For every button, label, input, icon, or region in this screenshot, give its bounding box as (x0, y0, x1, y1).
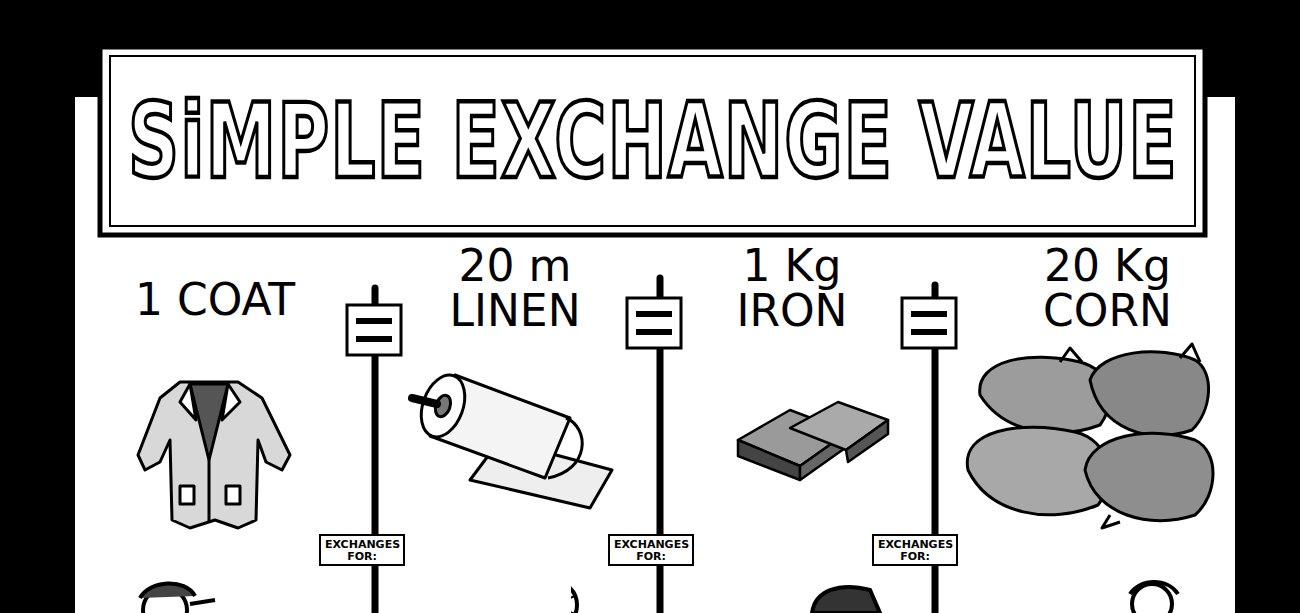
title-box-part (110, 56, 1195, 226)
equals-sign-part (911, 329, 947, 335)
item-label: 1 COAT (100, 278, 330, 323)
item-label: 1 Kg IRON (697, 244, 887, 334)
corn-sacks-part (1085, 433, 1213, 520)
title-box (100, 47, 1205, 235)
corn-sacks-part (1180, 344, 1200, 362)
coat-drawing-part (138, 382, 290, 528)
coat-drawing-part (208, 460, 211, 522)
equals-sign-part (636, 311, 672, 317)
equals-sign-part (356, 336, 392, 342)
coat-drawing-part (180, 486, 194, 504)
bottom-figures-part (1130, 582, 1178, 594)
corn-sacks-part (1090, 352, 1209, 436)
equals-sign-part (347, 305, 401, 355)
iron-bars-part (738, 440, 800, 480)
equals-sign-part (636, 329, 672, 335)
corn-sacks-part (980, 357, 1110, 433)
linen-roll-part (548, 418, 582, 478)
sign-text: EXCHANGES FOR: (614, 539, 688, 562)
linen-roll-part (413, 369, 472, 443)
corn-sacks-part (1060, 348, 1082, 362)
equals-sign-part (356, 318, 392, 324)
equals-sign-part (911, 311, 947, 317)
exchange-sign: EXCHANGES FOR: (608, 534, 694, 566)
coat-drawing-part (190, 384, 228, 460)
coat-drawing-part (222, 384, 240, 420)
bottom-figures (140, 581, 1178, 613)
coat-drawing-part (180, 384, 196, 420)
linen-roll-part (412, 398, 437, 404)
exchange-sign: EXCHANGES FOR: (872, 534, 958, 566)
blank-patch (405, 577, 571, 613)
item-label: 20 Kg CORN (1005, 244, 1210, 334)
equals-sign-part (627, 298, 681, 348)
sign-text: EXCHANGES FOR: (878, 539, 952, 562)
corn-sacks (967, 344, 1213, 528)
linen-roll (412, 369, 612, 508)
equals-sign-part (902, 298, 956, 348)
item-label: 20 m LINEN (410, 244, 620, 334)
exchange-sign: EXCHANGES FOR: (319, 534, 405, 566)
bottom-figures-part (812, 587, 880, 613)
equals-sign (347, 298, 956, 355)
title: SiMPLE EXCHANGE VALUE (128, 90, 1178, 193)
bottom-figures-part (190, 600, 215, 604)
sign-text: EXCHANGES FOR: (325, 539, 399, 562)
corn-sacks-part (1102, 515, 1120, 528)
iron-bars-part (846, 420, 888, 462)
coat-drawing-part (226, 486, 240, 504)
bottom-figures-part (140, 583, 195, 598)
title-box-part (100, 47, 1205, 235)
blank-patch-part (405, 577, 571, 613)
iron-bars (738, 402, 888, 480)
coat-drawing (138, 382, 290, 528)
